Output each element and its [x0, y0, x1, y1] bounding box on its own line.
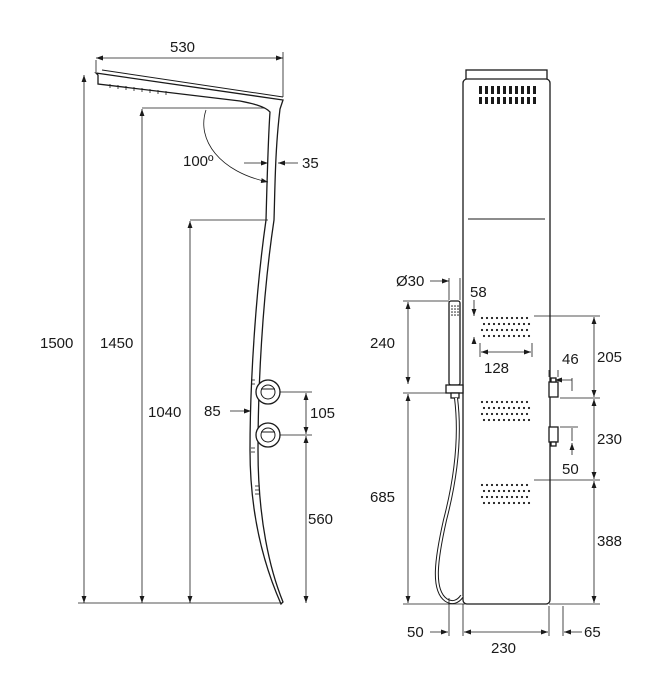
dim-width-530: 530 — [170, 39, 195, 56]
body-jet-middle — [480, 400, 531, 422]
dim-height-1040: 1040 — [148, 404, 181, 421]
dim-width-46: 46 — [562, 351, 579, 368]
dim-height-685: 685 — [370, 489, 395, 506]
handshower — [448, 300, 461, 386]
front-knob-upper — [548, 381, 559, 398]
handshower-nozzles — [451, 305, 459, 316]
side-knob-lower — [255, 422, 281, 448]
dim-width-230: 230 — [491, 640, 516, 657]
side-head-top — [101, 69, 284, 98]
front-view: Ø30 58 240 128 46 205 230 50 — [370, 69, 622, 657]
side-head-nozzles — [109, 84, 167, 95]
dim-height-560: 560 — [308, 511, 333, 528]
dim-offset-65-right: 65 — [584, 624, 601, 641]
dim-diameter-30: Ø30 — [396, 273, 424, 290]
dim-depth-35: 35 — [302, 155, 319, 172]
front-panel — [462, 78, 551, 605]
dim-height-388: 388 — [597, 533, 622, 550]
dim-offset-58: 58 — [470, 284, 487, 301]
body-jet-bottom — [480, 483, 531, 505]
side-panel-outline — [94, 72, 284, 606]
body-jet-top — [480, 316, 531, 338]
side-view: 530 1500 1450 100º 35 1040 85 105 560 — [40, 39, 335, 606]
dim-offset-50-knob: 50 — [562, 461, 579, 478]
dim-offset-50-left: 50 — [407, 624, 424, 641]
angle-arc — [203, 109, 269, 183]
dim-width-128: 128 — [484, 360, 509, 377]
dim-spacing-230: 230 — [597, 431, 622, 448]
front-head-nozzles — [479, 86, 536, 104]
dim-height-1450: 1450 — [100, 335, 133, 352]
dim-length-240: 240 — [370, 335, 395, 352]
front-knob-lower — [548, 426, 559, 443]
dim-spacing-105: 105 — [310, 405, 335, 422]
dim-height-205: 205 — [597, 349, 622, 366]
dim-angle-100: 100º — [183, 153, 214, 170]
dim-height-1500: 1500 — [40, 335, 73, 352]
dim-depth-85: 85 — [204, 403, 221, 420]
side-knob-upper — [255, 379, 281, 405]
side-jets — [251, 379, 259, 495]
handshower-holder — [445, 384, 464, 394]
